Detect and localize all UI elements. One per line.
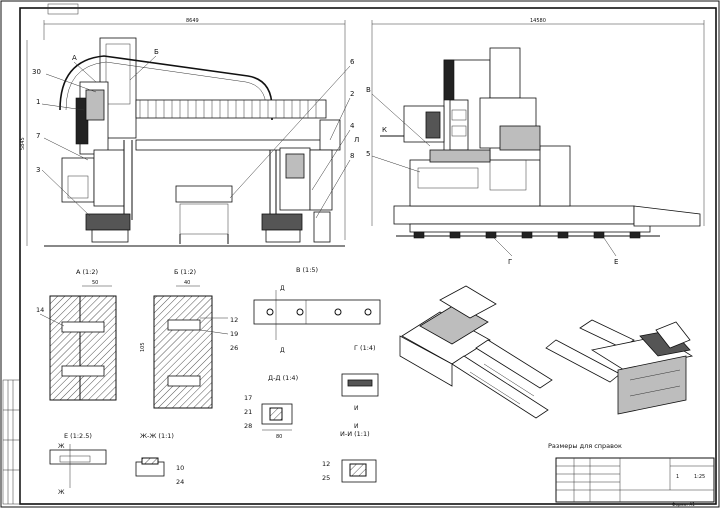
top-stamp-box [47, 3, 79, 15]
detail-zhzh-callout-24: 24 [176, 478, 184, 486]
detail-ii-mark-bottom: И [354, 423, 359, 430]
callout-7: 7 [36, 132, 40, 140]
beam-ribs [139, 100, 317, 118]
detail-g: Г (1:4) [341, 344, 379, 397]
detail-a-dim: 50 [92, 280, 98, 286]
callout-e: Е [614, 258, 618, 266]
detail-e: Е (1:2.5) Ж Ж [49, 432, 107, 496]
detail-b-callout-19: 19 [230, 330, 238, 338]
side-view: 14580 [354, 18, 705, 266]
callout-3: 3 [36, 166, 40, 174]
detail-dd-callout-17: 17 [244, 394, 252, 402]
detail-b-side-dim: 105 [140, 342, 146, 352]
format-label: Формат А1 [672, 502, 695, 507]
callout-a: А [72, 54, 77, 62]
left-margin-strip [2, 379, 21, 505]
detail-b-callout-26: 26 [230, 344, 238, 352]
detail-b-callout-12: 12 [230, 316, 238, 324]
detail-dd-title: Д-Д (1:4) [268, 374, 298, 382]
detail-v-section-top: Д [280, 285, 285, 292]
callout-2: 2 [350, 90, 354, 98]
detail-b-title: Б (1:2) [174, 268, 196, 276]
detail-dd-dim: 80 [276, 434, 282, 440]
sheet-number: 1 [676, 474, 679, 480]
detail-v-section-bottom: Д [280, 347, 285, 354]
isometric-view-left [399, 285, 553, 419]
callout-l: Л [354, 136, 359, 144]
detail-ii-mark-top: И [354, 405, 359, 412]
scale-value: 1:25 [694, 474, 705, 480]
detail-ii-callout-25: 25 [322, 474, 330, 482]
detail-g-title: Г (1:4) [354, 344, 376, 352]
detail-ii-title: И-И (1:1) [340, 430, 370, 438]
detail-zhzh-callout-10: 10 [176, 464, 184, 472]
callout-5: 5 [366, 150, 370, 158]
detail-a-title: А (1:2) [76, 268, 98, 276]
detail-dd-callout-21: 21 [244, 408, 252, 416]
callout-30: 30 [32, 68, 41, 76]
isometric-view-right [545, 319, 694, 415]
callout-1: 1 [36, 98, 40, 106]
detail-e-mark-bottom: Ж [58, 489, 65, 496]
title-block: 1 1:25 Формат А1 [555, 457, 715, 507]
bed-pads [413, 231, 641, 239]
detail-e-title: Е (1:2.5) [64, 432, 92, 440]
detail-e-mark-top: Ж [58, 443, 65, 450]
front-width-dim: 8649 [186, 18, 199, 24]
detail-v-title: В (1:5) [296, 266, 318, 274]
inner-frame [19, 7, 717, 505]
callout-g: Г [508, 258, 512, 266]
side-width-dim: 14580 [530, 18, 546, 24]
reference-caption: Размеры для справок [548, 442, 622, 450]
detail-ii-callout-12: 12 [322, 460, 330, 468]
callout-4: 4 [350, 122, 355, 130]
detail-zhzh-title: Ж-Ж (1:1) [140, 432, 174, 440]
callout-6: 6 [350, 58, 355, 66]
callout-8: 8 [350, 152, 354, 160]
detail-b: Б (1:2) 40 105 12 19 26 [140, 268, 238, 409]
detail-ii: И-И (1:1) 12 25 И И [322, 405, 377, 483]
front-height-dim: 5845 [20, 137, 26, 150]
detail-b-dim: 40 [184, 280, 190, 286]
detail-dd: Д-Д (1:4) 80 17 21 28 [244, 374, 298, 440]
detail-a: А (1:2) 50 14 [36, 268, 117, 401]
callout-k: К [382, 126, 387, 134]
detail-zhzh: Ж-Ж (1:1) 10 24 [135, 432, 184, 486]
front-view: 8649 5845 [20, 18, 355, 247]
callout-v: В [366, 86, 371, 94]
detail-v: В (1:5) Д Д [253, 266, 381, 354]
callout-b: Б [154, 48, 159, 56]
detail-a-callout-14: 14 [36, 306, 44, 314]
detail-dd-callout-28: 28 [244, 422, 252, 430]
